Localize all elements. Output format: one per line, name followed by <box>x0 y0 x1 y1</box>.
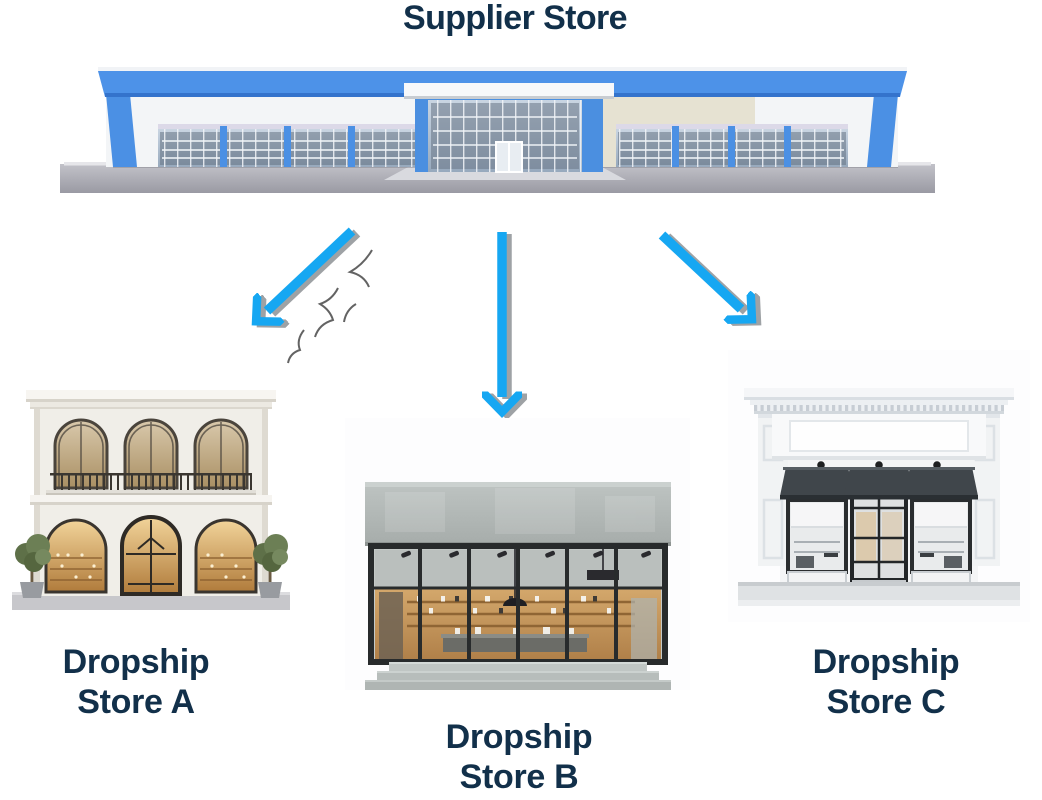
left-window-strip <box>158 124 428 167</box>
arrow-to-store-c <box>658 231 741 309</box>
potted-tree-left <box>15 534 51 598</box>
glass-facade <box>368 543 668 665</box>
pendant-lamp <box>503 598 527 606</box>
cornice <box>744 388 1014 414</box>
balcony-railing <box>46 473 256 495</box>
entry-steps <box>365 662 671 690</box>
left-pillar <box>106 94 137 167</box>
watermark-scribble <box>287 249 373 364</box>
dropship-store-a-label: Dropship Store A <box>62 643 210 721</box>
dropship-store-b-image <box>345 418 690 690</box>
hanging-sign <box>587 570 619 580</box>
right-pillar <box>867 94 898 167</box>
dropship-store-a-image <box>12 388 290 616</box>
supplier-store-image <box>60 58 935 193</box>
counter <box>441 634 589 638</box>
dark-awnings <box>780 467 978 500</box>
right-window-strip <box>616 124 848 167</box>
right-display-window <box>910 498 972 585</box>
left-display-window <box>786 498 848 585</box>
facade-lamps <box>817 461 941 469</box>
double-entry-doors <box>850 494 908 586</box>
central-entrance <box>404 83 614 173</box>
dropship-store-c-image <box>728 350 1030 622</box>
dropship-store-c-label: Dropship Store C <box>812 643 960 721</box>
arched-entry-door <box>120 515 182 596</box>
arrow-shadows <box>272 229 746 399</box>
cornice <box>26 390 276 409</box>
shop-windows <box>44 518 258 594</box>
fascia-sign-band <box>772 414 986 460</box>
pavement <box>12 594 290 610</box>
upper-arched-windows <box>53 418 249 490</box>
supplier-store-title: Supplier Store <box>403 0 628 37</box>
white-canopy <box>404 83 614 98</box>
concrete-header <box>365 482 671 546</box>
dropship-store-b-label: Dropship Store B <box>445 718 593 796</box>
pavement <box>738 582 1020 606</box>
arrow-to-store-a <box>267 227 356 311</box>
potted-tree-right <box>253 534 288 598</box>
